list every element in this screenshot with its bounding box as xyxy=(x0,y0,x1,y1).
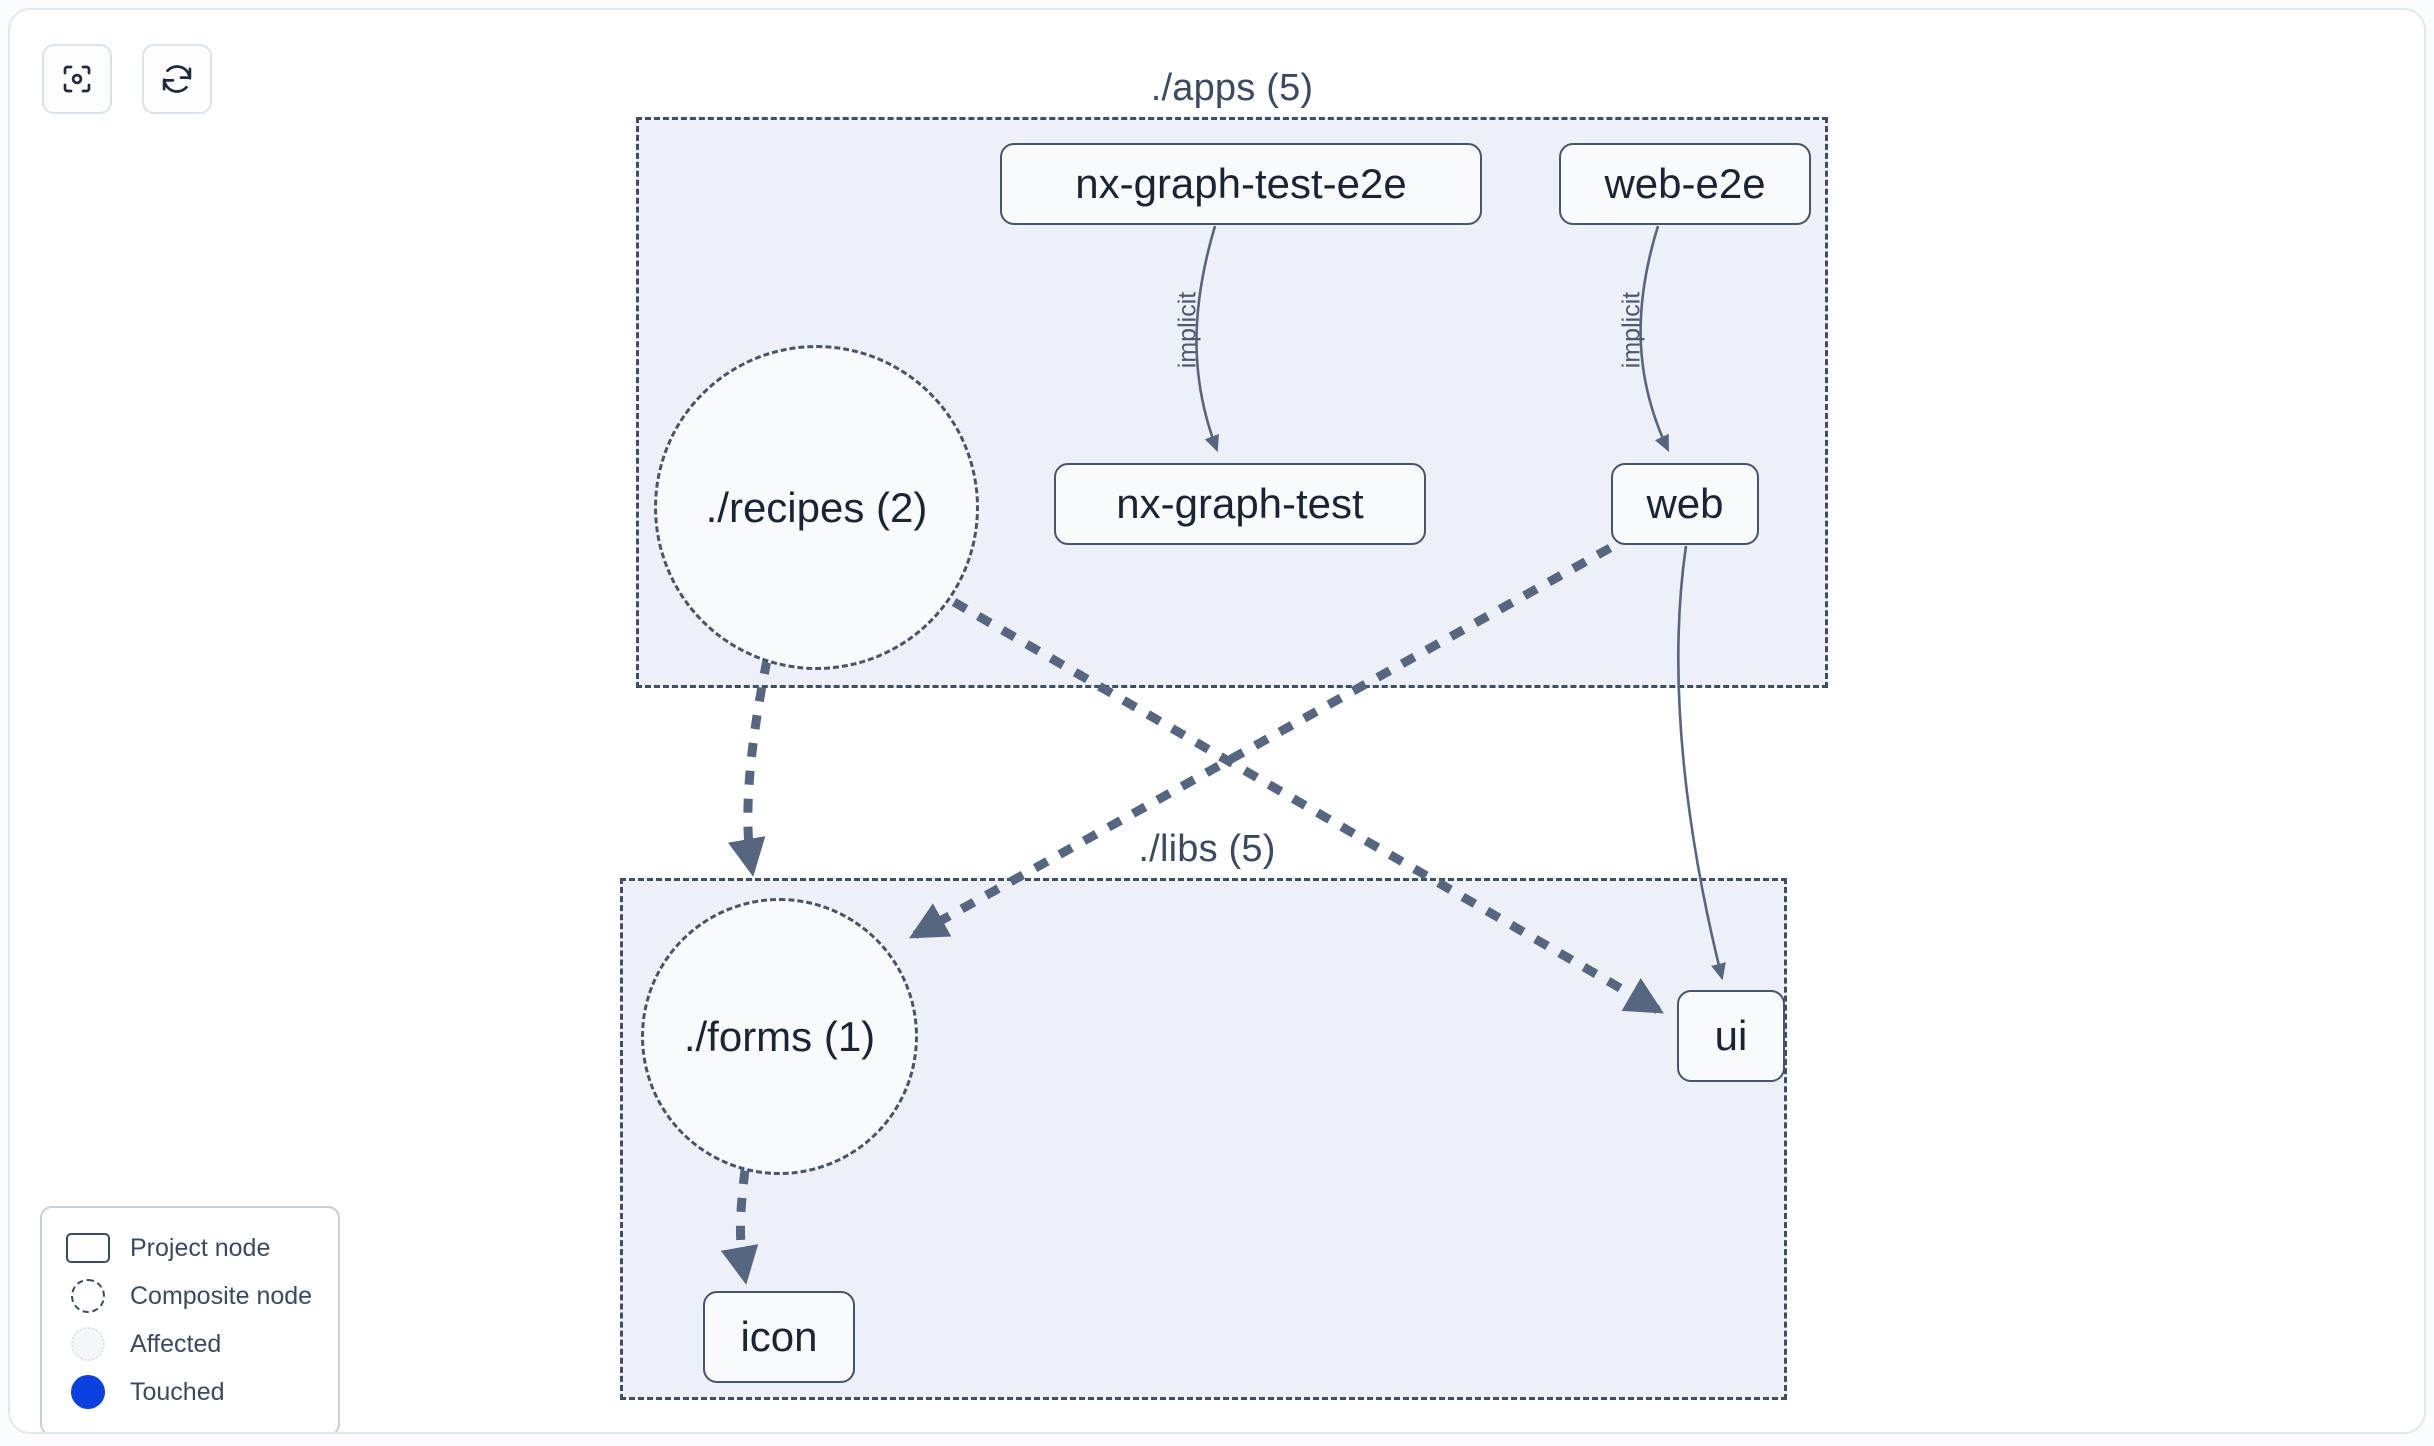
node-icon[interactable]: icon xyxy=(703,1291,855,1383)
legend-label-touched: Touched xyxy=(130,1377,225,1406)
node-ui[interactable]: ui xyxy=(1677,990,1785,1082)
composite-node-swatch xyxy=(60,1279,116,1313)
legend-item-composite-node: Composite node xyxy=(60,1272,320,1320)
composite-node-forms[interactable]: ./forms (1) xyxy=(641,898,918,1175)
graph-panel: ./apps (5) ./libs (5) implicit implicit … xyxy=(8,8,2426,1434)
edge-label-implicit-web: implicit xyxy=(1617,291,1646,369)
graph-canvas[interactable]: ./apps (5) ./libs (5) implicit implicit … xyxy=(10,10,2424,1432)
touched-swatch xyxy=(60,1375,116,1409)
edge-recipes-to-forms xyxy=(727,659,772,877)
legend-label-affected: Affected xyxy=(130,1329,222,1358)
legend-item-touched: Touched xyxy=(60,1368,320,1416)
node-web-e2e[interactable]: web-e2e xyxy=(1559,143,1811,225)
legend-item-affected: Affected xyxy=(60,1320,320,1368)
edge-label-implicit-nx-graph-test: implicit xyxy=(1173,291,1202,369)
focus-graph-button[interactable] xyxy=(42,44,112,114)
affected-swatch xyxy=(60,1327,116,1361)
graph-legend: Project node Composite node Affected Tou… xyxy=(40,1206,340,1432)
refresh-icon xyxy=(159,61,195,97)
composite-node-recipes[interactable]: ./recipes (2) xyxy=(654,345,979,670)
refresh-graph-button[interactable] xyxy=(142,44,212,114)
legend-item-project-node: Project node xyxy=(60,1224,320,1272)
legend-label-project-node: Project node xyxy=(130,1233,271,1262)
focus-target-icon xyxy=(59,61,95,97)
node-nx-graph-test-e2e[interactable]: nx-graph-test-e2e xyxy=(1000,143,1482,225)
group-label-libs: ./libs (5) xyxy=(1128,829,1286,869)
legend-label-composite-node: Composite node xyxy=(130,1281,313,1310)
node-web[interactable]: web xyxy=(1611,463,1759,545)
group-label-apps: ./apps (5) xyxy=(1140,68,1324,108)
project-node-swatch xyxy=(60,1233,116,1263)
graph-toolbar xyxy=(42,44,212,114)
node-nx-graph-test[interactable]: nx-graph-test xyxy=(1054,463,1426,545)
